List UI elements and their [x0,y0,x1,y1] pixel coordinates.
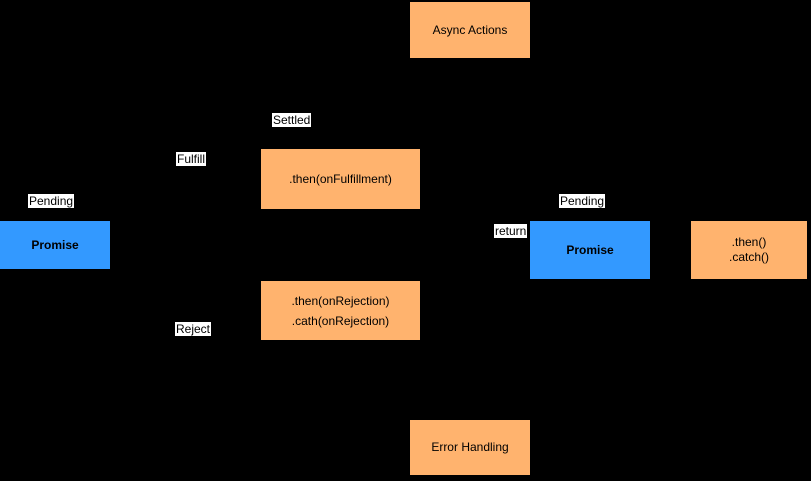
async-actions-label: Async Actions [432,22,508,37]
then-onfulfillment-label: .then(onFulfillment) [289,171,392,186]
then-onfulfillment-node: .then(onFulfillment) [261,149,420,209]
then-catch-line1: .then() [731,235,767,249]
then-catch-node: .then() .catch() [691,221,807,279]
promise-left-label: Promise [31,237,79,252]
return-edge-label: return [494,224,528,238]
async-actions-node: Async Actions [410,2,530,58]
pending-right-edge-label: Pending [559,194,606,208]
fulfill-edge-label: Fulfill [176,152,207,166]
error-handling-label: Error Handling [431,440,509,454]
then-onrejection-line1: .then(onRejection) [291,293,390,308]
promise-left-node: Promise [0,221,110,269]
settled-edge-label: Settled [272,113,312,127]
then-onrejection-line2: .cath(onRejection) [291,313,390,328]
reject-edge-label: Reject [175,322,212,336]
then-catch-line2: .catch() [728,250,769,264]
then-onrejection-node: .then(onRejection) .cath(onRejection) [261,281,420,340]
promise-right-node: Promise [530,221,650,279]
promise-right-label: Promise [566,242,614,257]
error-handling-node: Error Handling [410,420,530,475]
pending-left-edge-label: Pending [28,194,75,208]
